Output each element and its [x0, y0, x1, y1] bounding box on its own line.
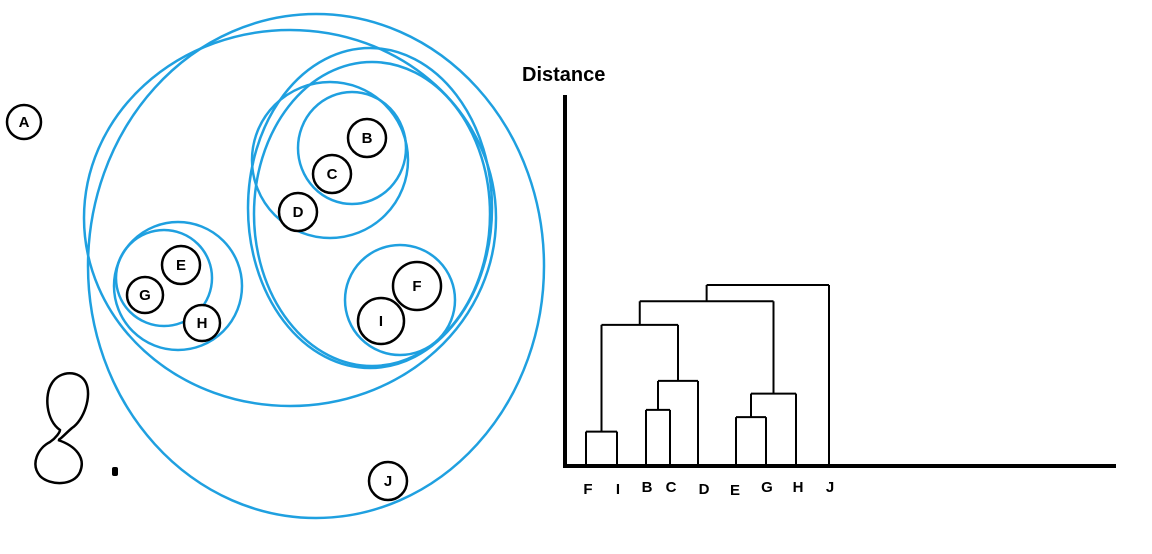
cluster-fi: [343, 243, 457, 357]
cluster-all-outer: [86, 12, 546, 520]
point-circle: [367, 460, 409, 502]
leaf-label-c: C: [666, 479, 677, 496]
leaf-label-j: J: [826, 479, 834, 496]
point-label: J: [384, 473, 392, 490]
point-circle: [5, 103, 43, 141]
point-label: D: [293, 204, 304, 221]
leaf-label-f: F: [583, 481, 592, 498]
point-h: H: [182, 303, 222, 343]
point-d: D: [277, 191, 319, 233]
point-circle: [391, 260, 443, 312]
point-label: B: [362, 130, 373, 147]
point-f: F: [391, 260, 443, 312]
point-a: A: [5, 103, 43, 141]
scribble-marks: [34, 372, 118, 485]
points: A B C D E G H F I J: [5, 103, 443, 502]
point-i: I: [356, 296, 406, 346]
point-label: G: [139, 287, 151, 304]
leaf-label-g: G: [761, 479, 773, 496]
axis-title: Distance: [522, 64, 605, 86]
cluster-eg: [114, 228, 214, 328]
point-circle: [160, 244, 202, 286]
cluster-bcd: [250, 80, 410, 240]
point-circle: [346, 117, 388, 159]
leaf-label-e: E: [730, 482, 740, 499]
point-j: J: [367, 460, 409, 502]
cluster-egh: [112, 220, 244, 352]
point-label: C: [327, 166, 338, 183]
point-label: I: [379, 313, 383, 330]
scribble-figure-eight: [34, 372, 90, 485]
point-label: E: [176, 257, 186, 274]
point-label: F: [412, 278, 421, 295]
point-label: A: [19, 114, 30, 131]
cluster-bc: [296, 90, 408, 206]
cluster-outlines: [82, 12, 546, 520]
leaf-label-d: D: [699, 481, 710, 498]
point-label: H: [197, 315, 208, 332]
point-g: G: [125, 275, 165, 315]
point-circle: [125, 275, 165, 315]
point-circle: [311, 153, 353, 195]
cluster-bcdfi-outer: [246, 46, 494, 370]
point-circle: [277, 191, 319, 233]
point-c: C: [311, 153, 353, 195]
dendrogram-links: [585, 284, 830, 466]
point-e: E: [160, 244, 202, 286]
leaf-label-i: I: [616, 481, 620, 498]
leaf-label-b: B: [642, 479, 653, 496]
point-circle: [356, 296, 406, 346]
point-b: B: [346, 117, 388, 159]
cluster-all-outer-2: [82, 28, 498, 408]
cluster-bcdfi-inner: [252, 60, 492, 368]
point-circle: [182, 303, 222, 343]
scribble-dot: [112, 467, 118, 476]
leaf-label-h: H: [793, 479, 804, 496]
